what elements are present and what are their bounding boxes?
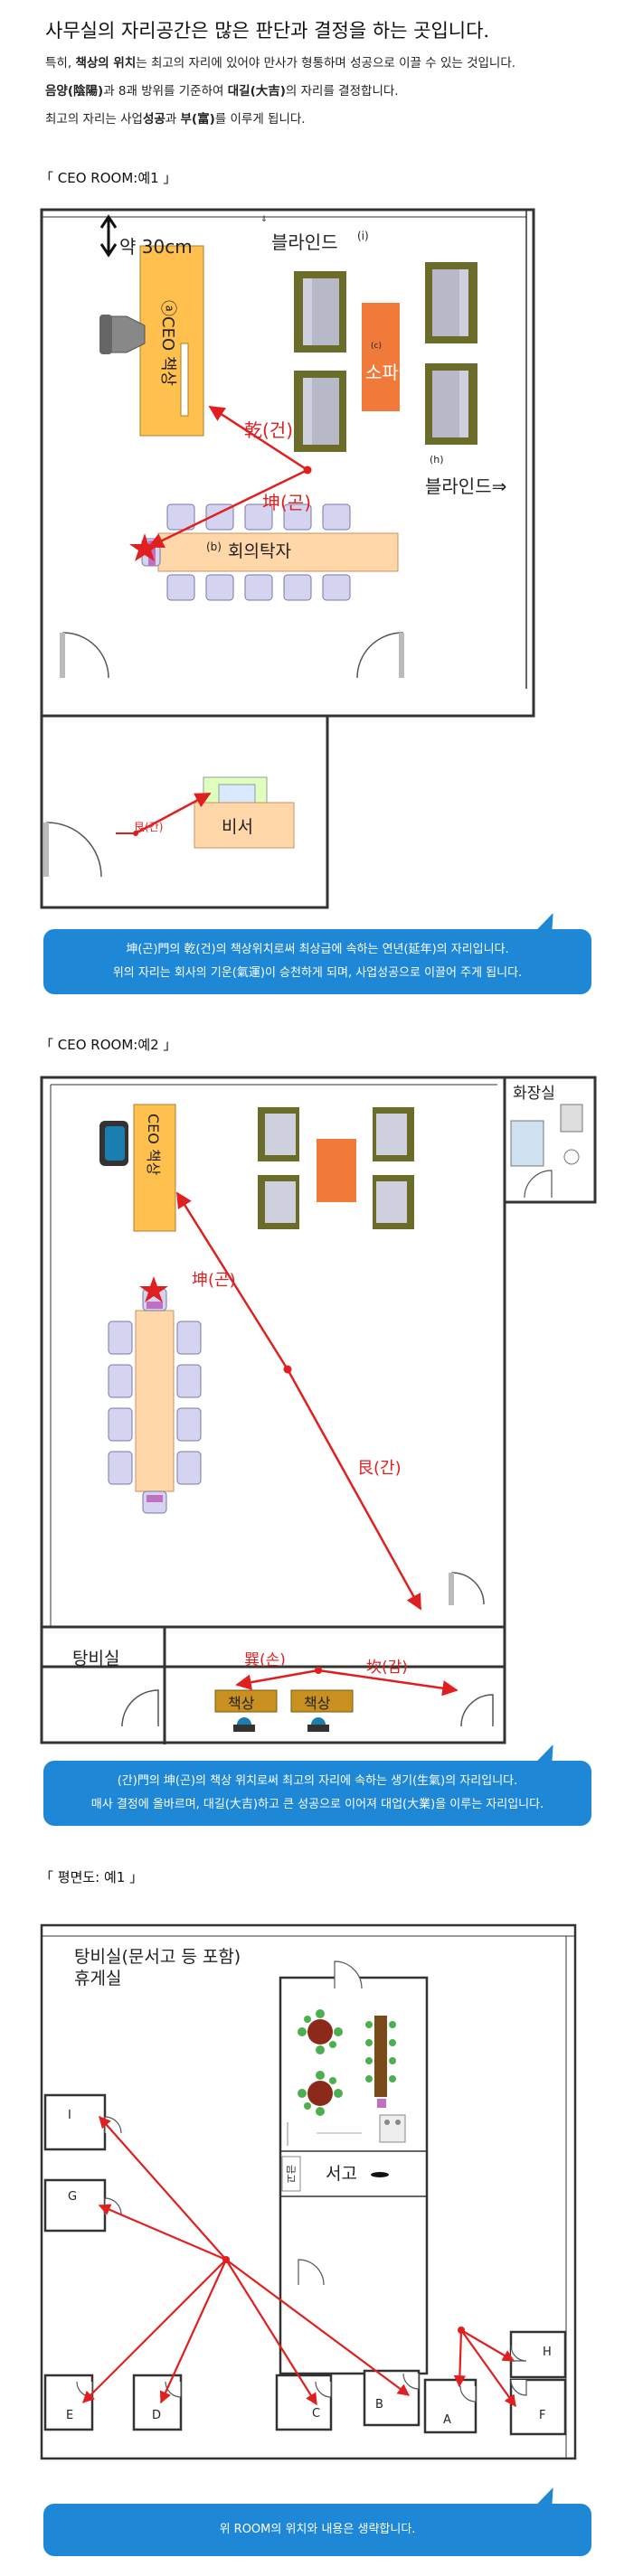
ceo-desk-label-2: CEO 책상 — [145, 1114, 162, 1176]
floorplan-note-line-1: 위 ROOM의 위치와 내용은 생략합니다. — [219, 2523, 416, 2536]
example2-note-line-2: 매사 결정에 올바르며, 대길(大吉)하고 큰 성공으로 이어져 대업(大業)을… — [90, 1798, 544, 1811]
archive-label: 서고 — [326, 2164, 357, 2184]
intro-paragraph-3: 최고의 자리는 사업성공과 부(富)를 이루게 됩니다. — [45, 112, 306, 127]
room-label-pantry: 탕비실(문서고 등 포함) — [74, 1947, 241, 1967]
safe-label: 금고 — [285, 2165, 297, 2184]
example2-plan-drawing — [40, 1076, 597, 1744]
ceo-desk-label: ⓐCEO 책상 — [158, 300, 177, 386]
example2-note-line-1: (간)門의 坤(곤)의 책상 위치로써 최고의 자리에 속하는 생기(生氣)의 … — [117, 1774, 518, 1788]
desk-2-label: 책상 — [304, 1695, 331, 1712]
secretary-label: 비서 — [222, 817, 253, 837]
blind-top-arrow-icon: ⇓ — [260, 215, 268, 224]
blind-top-marker: (i) — [357, 230, 369, 242]
room-label-lounge: 휴게실 — [74, 1969, 122, 1988]
room-D: D — [152, 2409, 162, 2422]
room-G: G — [68, 2190, 78, 2204]
example2-title: 「 CEO ROOM:예2 」 — [40, 1037, 177, 1053]
page-heading: 사무실의 자리공간은 많은 판단과 결정을 하는 곳입니다. — [45, 20, 490, 42]
arrow-gan-secretary — [135, 792, 212, 835]
room-A: A — [443, 2413, 451, 2427]
example1-plan-drawing — [40, 208, 535, 909]
son-label: 巽(손) — [244, 1651, 286, 1669]
floorplan-title: 「 평면도: 예1 」 — [40, 1869, 144, 1885]
sofa-set — [294, 262, 477, 452]
meeting-marker: (b) — [206, 541, 222, 553]
gon-label: 坤(곤) — [262, 492, 312, 513]
room-I: I — [68, 2109, 71, 2122]
door-3 — [46, 822, 102, 878]
meeting-table-set — [141, 503, 399, 601]
arrow-geon — [208, 405, 308, 472]
gan-label-2: 艮(간) — [357, 1459, 402, 1478]
example1-note-line-2: 위의 자리는 회사의 기운(氣運)이 승천하게 되며, 사업성공으로 이끌어 주… — [112, 966, 523, 980]
star-marker — [129, 533, 160, 561]
floorplan-drawing-wrap: 탕비실(문서고 등 포함) 휴게실 서고 금고 I G E D C B A H … — [0, 1889, 624, 2468]
restroom-label: 화장실 — [513, 1085, 555, 1103]
room-E: E — [66, 2409, 74, 2422]
sofa-label: 소파 — [365, 362, 399, 383]
room-H: H — [543, 2346, 552, 2359]
example1-floorplan: 약 30cm ⇓ 블라인드 (i) (h) 블라인드⇒ ⓐCEO 책상 (c) … — [0, 190, 624, 913]
intro-paragraph-2: 음양(陰陽)과 8괘 방위를 기준하여 대길(大吉)의 자리를 결정합니다. — [45, 84, 399, 99]
door-2 — [356, 632, 403, 679]
blind-right-label: 블라인드⇒ — [425, 475, 507, 497]
example1-note-line-1: 坤(곤)門의 乾(건)의 책상위치로써 최상급에 속하는 연년(延年)의 자리입… — [126, 943, 509, 956]
geon-label: 乾(건) — [244, 419, 294, 441]
pantry-label: 탕비실 — [72, 1649, 120, 1669]
example1-note: 坤(곤)門의 乾(건)의 책상위치로써 최상급에 속하는 연년(延年)의 자리입… — [43, 913, 591, 994]
meeting-table-label: 회의탁자 — [228, 541, 291, 561]
example1-title: 「 CEO ROOM:예1 」 — [40, 170, 177, 186]
intro-block: 사무실의 자리공간은 많은 판단과 결정을 하는 곳입니다. 특히, 책상의 위… — [45, 16, 597, 138]
room-C: C — [312, 2407, 321, 2421]
floorplan-drawing — [40, 1923, 577, 2460]
sofa-marker: (c) — [371, 342, 382, 351]
desk-1-label: 책상 — [228, 1695, 255, 1712]
gon-label-2: 坤(곤) — [192, 1271, 236, 1290]
dimension-label: 약 30cm — [119, 236, 193, 258]
floorplan-note: 위 ROOM의 위치와 내용은 생략합니다. — [43, 2487, 591, 2556]
room-F: F — [539, 2409, 546, 2422]
gam-label: 坎(감) — [366, 1659, 408, 1677]
example2-floorplan: 화장실 CEO 책상 坤(곤) 艮(간) 탕비실 巽(손) 坎(감) 책상 책상 — [0, 1058, 624, 1744]
blind-right-marker: (h) — [430, 454, 444, 465]
arrow-gon — [147, 468, 308, 549]
gan-label: 艮(간) — [134, 821, 164, 833]
intro-paragraph-1: 특히, 책상의 위치는 최고의 자리에 있어야 만사가 형통하며 성공으로 이끌… — [45, 56, 516, 71]
room-B: B — [375, 2398, 383, 2411]
door-1 — [62, 632, 109, 679]
example2-note: (간)門의 坤(곤)의 책상 위치로써 최고의 자리에 속하는 생기(生氣)의 … — [43, 1744, 591, 1826]
blind-top-label: 블라인드 — [271, 231, 338, 253]
